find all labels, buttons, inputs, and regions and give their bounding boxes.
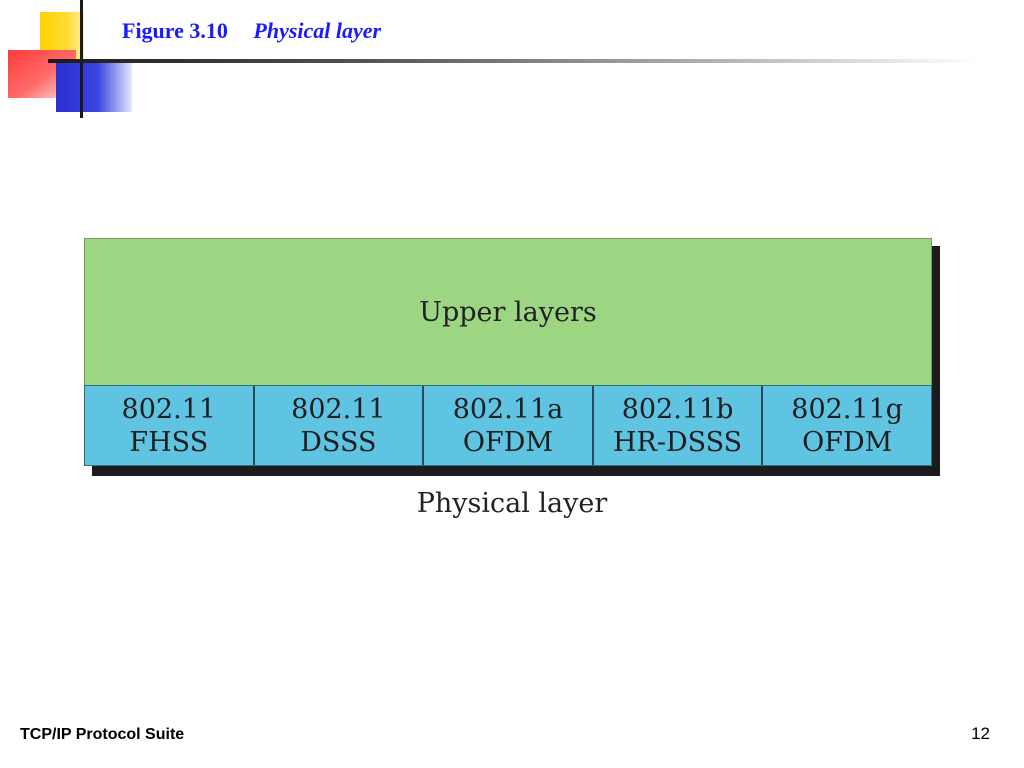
physical-spec-cell: 802.11a OFDM: [424, 386, 594, 465]
spec-standard: 802.11: [121, 393, 217, 425]
corner-decoration-blue: [56, 62, 132, 112]
slide-title: Figure 3.10 Physical layer: [122, 18, 381, 44]
upper-layers-box: Upper layers: [84, 238, 932, 386]
title-underline: [48, 59, 978, 63]
spec-standard: 802.11a: [452, 393, 564, 425]
spec-standard: 802.11g: [791, 393, 904, 425]
figure-caption: Physical layer: [253, 18, 382, 43]
protocol-stack-diagram: Upper layers 802.11 FHSS 802.11 DSSS 802…: [84, 238, 940, 476]
footer-title: TCP/IP Protocol Suite: [20, 726, 185, 743]
physical-layer-row: 802.11 FHSS 802.11 DSSS 802.11a OFDM 802…: [84, 385, 932, 466]
physical-layer-label: Physical layer: [416, 488, 608, 519]
upper-layers-label: Upper layers: [419, 296, 597, 328]
spec-technique: DSSS: [300, 426, 377, 458]
spec-standard: 802.11: [291, 393, 386, 425]
spec-standard: 802.11b: [621, 393, 734, 425]
figure-number: Figure 3.10: [122, 18, 228, 43]
spec-technique: HR-DSSS: [612, 426, 743, 458]
spec-technique: OFDM: [802, 426, 893, 458]
page-number: 12: [971, 724, 990, 743]
physical-spec-cell: 802.11 DSSS: [254, 386, 425, 465]
physical-spec-cell: 802.11g OFDM: [763, 386, 931, 465]
spec-technique: FHSS: [129, 426, 209, 458]
physical-spec-cell: 802.11 FHSS: [85, 386, 255, 465]
spec-technique: OFDM: [462, 426, 554, 458]
physical-spec-cell: 802.11b HR-DSSS: [593, 386, 764, 465]
